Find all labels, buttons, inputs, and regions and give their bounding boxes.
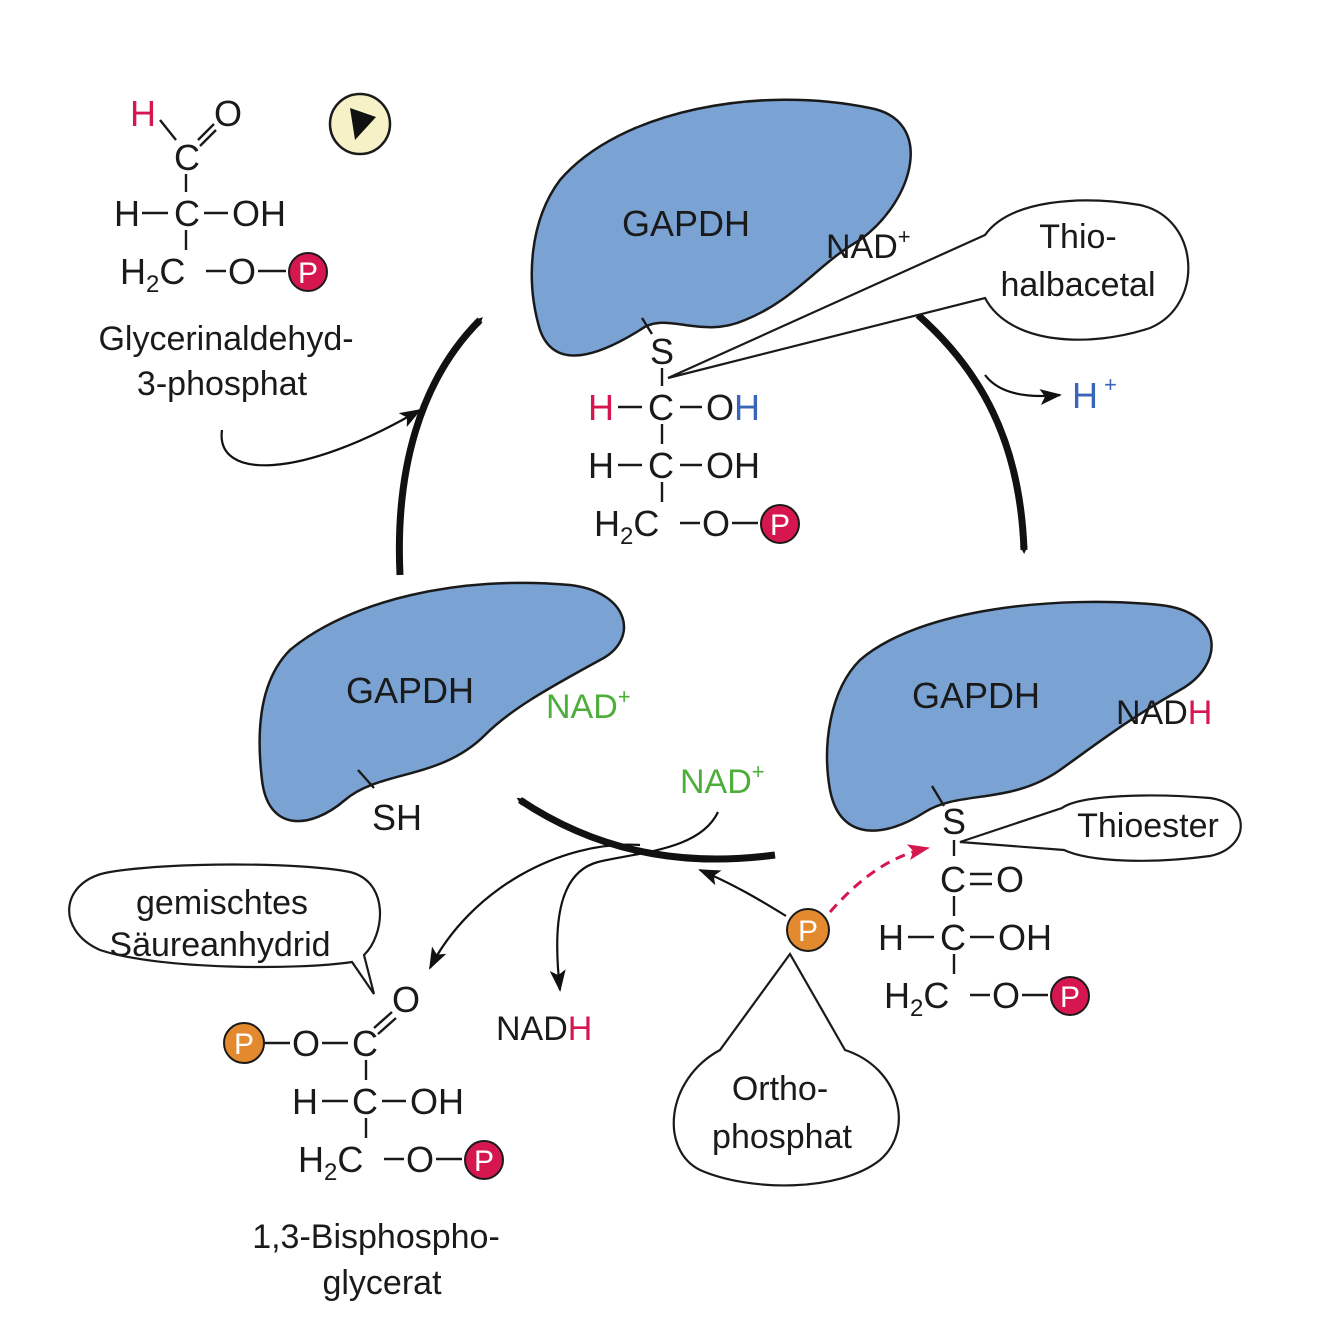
atom-c: C — [159, 251, 185, 292]
atom-oh: OH — [706, 387, 760, 428]
cofactor-top: NAD+ — [826, 224, 911, 266]
callout-orthophosphate-line1: Ortho- — [732, 1070, 828, 1108]
bond — [197, 123, 215, 141]
atom-o: O — [392, 979, 420, 1020]
phosphate-badge: P — [464, 1140, 504, 1180]
bond — [159, 119, 177, 141]
phosphate-to-cycle-arrow — [698, 868, 787, 917]
phosphate-badge-orange: P — [223, 1022, 265, 1064]
atom-c: C — [648, 387, 674, 428]
atom-oh: OH — [998, 917, 1052, 958]
proton-release-arrow — [984, 374, 1062, 405]
cycle-arrow-right — [915, 312, 1028, 554]
substrate-entry-arrow — [220, 408, 422, 467]
callout-orthophosphate-line2: phosphat — [712, 1118, 852, 1156]
enzyme-top-label: GAPDH — [622, 203, 750, 244]
callout-mixed-anhydride-line1: gemischtes — [136, 884, 308, 922]
atom-h: H — [588, 387, 614, 428]
atom-o: O — [996, 859, 1024, 900]
atom-c: C — [940, 917, 966, 958]
atom-c: C — [174, 193, 200, 234]
bond — [377, 1017, 397, 1035]
atom-h: H — [120, 251, 146, 292]
callout-thiohalbacetal-line2: halbacetal — [1000, 266, 1155, 304]
atom-h: H — [878, 917, 904, 958]
enzyme-right-label: GAPDH — [912, 675, 1040, 716]
atom-o: O — [992, 975, 1020, 1016]
cofactor-right: NADH — [1116, 694, 1212, 732]
svg-text:P: P — [474, 1145, 494, 1178]
orthophosphate: P — [786, 908, 830, 952]
substrate-label-line1: Glycerinaldehyd- — [98, 320, 353, 358]
atom-o: O — [292, 1023, 320, 1064]
enzyme-left — [258, 581, 626, 823]
atom-s: S — [650, 331, 674, 372]
callout-mixed-anhydride: gemischtes Säureanhydrid — [68, 863, 381, 995]
atom-h: H — [292, 1081, 318, 1122]
svg-text:P: P — [798, 915, 818, 948]
enzyme-top — [530, 98, 912, 357]
callout-thioester-text: Thioester — [1077, 807, 1219, 845]
bond — [930, 785, 946, 807]
phosphate-badge: P — [760, 504, 800, 544]
thiol-sh: SH — [372, 797, 422, 838]
svg-text:P: P — [298, 257, 318, 290]
proton-label: H+ — [1072, 372, 1117, 416]
atom-c: C — [648, 445, 674, 486]
cofactor-nad-in: NAD+ — [680, 759, 765, 801]
cycle-arrow-bottom — [516, 797, 776, 863]
enzyme-left-label: GAPDH — [346, 670, 474, 711]
cycle-arrow-left — [395, 317, 483, 576]
atom-c: C — [940, 859, 966, 900]
product-label-line2: glycerat — [322, 1264, 442, 1302]
callout-mixed-anhydride-line2: Säureanhydrid — [109, 926, 330, 964]
thioester-structure: S C O H C OH H2C O P — [878, 785, 1090, 1022]
atom-o: O — [228, 251, 256, 292]
callout-orthophosphate: Ortho- phosphat — [672, 951, 900, 1187]
atom-h2c: H2C — [594, 503, 659, 550]
atom-h2c: H2C — [884, 975, 949, 1022]
atom-c: C — [352, 1081, 378, 1122]
atom-h: H — [588, 445, 614, 486]
phosphate-badge: P — [288, 252, 328, 292]
atom-s: S — [942, 801, 966, 842]
nadh-released: NADH — [496, 1010, 592, 1048]
aldehyde-h: H — [130, 93, 156, 134]
svg-text:P: P — [234, 1028, 254, 1061]
bond — [640, 317, 654, 335]
aldehyde-o: O — [214, 93, 242, 134]
bond — [199, 129, 217, 147]
nadh-release-arrow — [549, 811, 719, 992]
substrate-structure: H O C H C OH H2C O P — [114, 93, 328, 298]
carbonyl-c: C — [174, 137, 200, 178]
svg-text:P: P — [770, 509, 790, 542]
svg-text:P: P — [1060, 981, 1080, 1014]
atom-oh: OH — [706, 445, 760, 486]
play-icon[interactable] — [328, 92, 392, 156]
phosphorolysis-arrow — [828, 844, 930, 913]
atom-o: O — [406, 1139, 434, 1180]
product-release-arrow — [429, 843, 641, 970]
callout-thiohalbacetal: Thio- halbacetal — [667, 199, 1190, 380]
callout-thiohalbacetal-line1: Thio- — [1039, 218, 1116, 256]
atom-oh: OH — [410, 1081, 464, 1122]
atom-h2c: H2C — [298, 1139, 363, 1186]
substrate-label-line2: 3-phosphat — [137, 365, 308, 403]
atom-h2c: H2C — [120, 251, 185, 298]
subscript-2: 2 — [146, 271, 159, 298]
callout-thioester: Thioester — [959, 794, 1242, 862]
product-label-line1: 1,3-Bisphospho- — [252, 1218, 500, 1256]
enzyme-right — [825, 600, 1213, 832]
atom-c: C — [352, 1023, 378, 1064]
phosphate-badge: P — [1050, 976, 1090, 1016]
bond — [373, 1011, 393, 1029]
atom-o: O — [702, 503, 730, 544]
product-structure: P O C O H C OH H2C O P — [223, 979, 504, 1186]
thiohemiacetal-structure: S H C OH H C OH H2C O P — [588, 317, 800, 550]
atom-oh: OH — [232, 193, 286, 234]
atom-h: H — [114, 193, 140, 234]
bond — [357, 769, 375, 789]
cofactor-left: NAD+ — [546, 684, 631, 726]
